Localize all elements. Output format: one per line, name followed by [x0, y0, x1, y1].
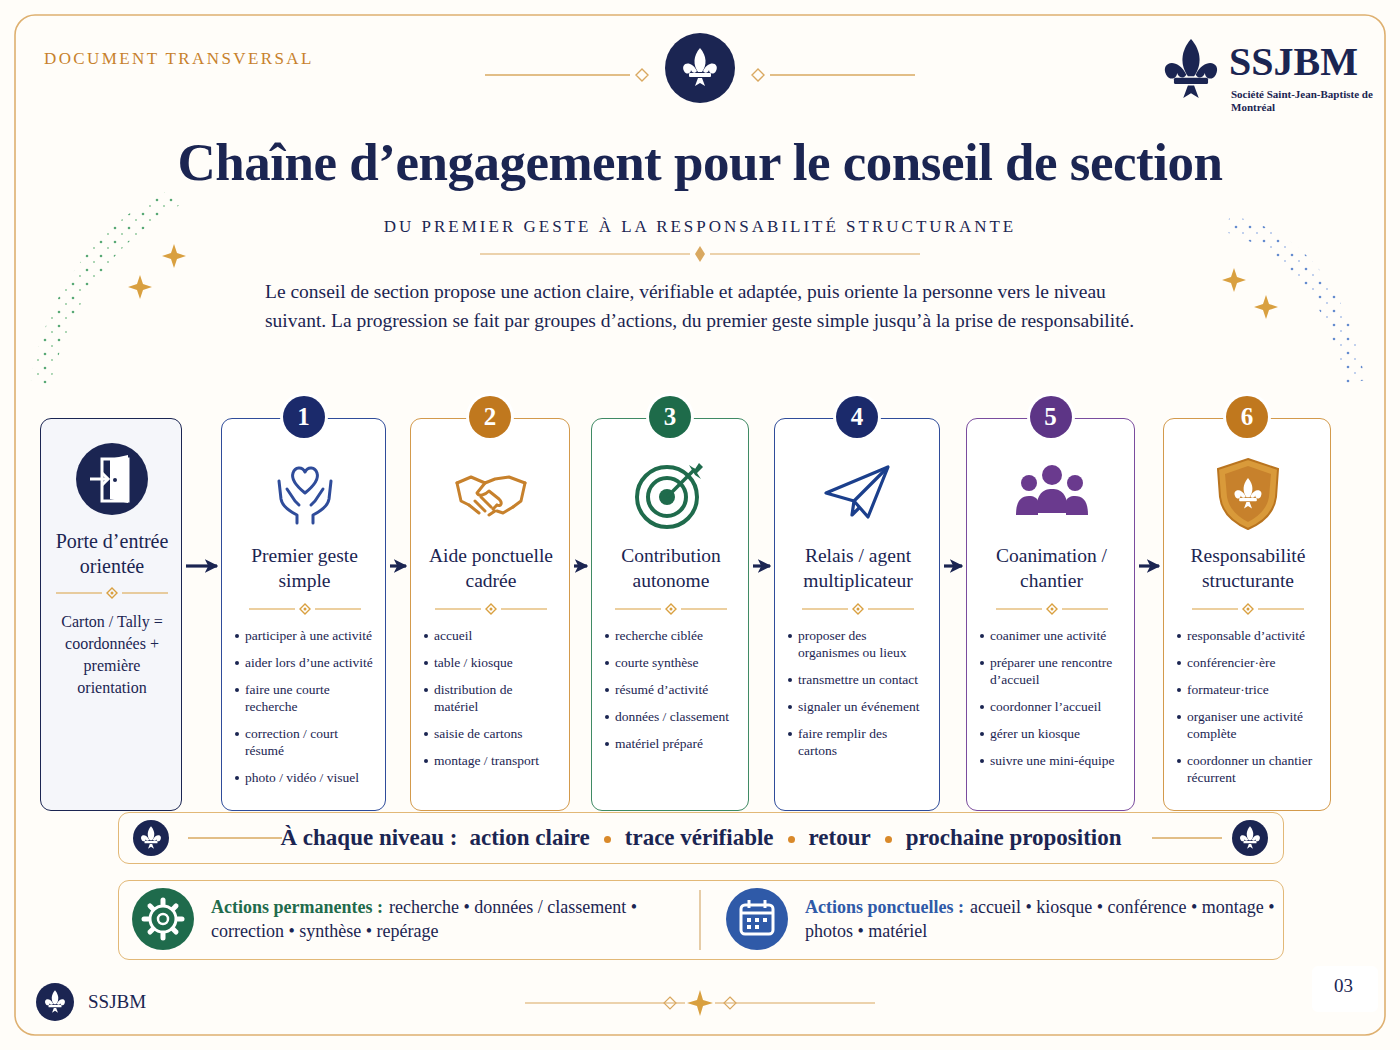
door-icon: [72, 439, 152, 519]
bullet-item: faire une courte recherche: [234, 681, 375, 715]
bullet-item: recherche ciblée: [604, 627, 738, 644]
bullet-item: formateur·trice: [1176, 681, 1320, 698]
bullet-item: signaler un événement: [787, 698, 929, 715]
ornament: [613, 601, 729, 617]
card-heading: Aide ponctuelle cadrée: [423, 543, 559, 593]
principle-band: À chaque niveau : action claire trace véri…: [118, 812, 1284, 864]
flow-arrow: [1139, 564, 1159, 567]
actions-band: Actions permanentes :recherche • données…: [118, 880, 1284, 960]
card-heading: Porte d’entrée orientée: [53, 529, 171, 579]
bullet-item: résumé d’activité: [604, 681, 738, 698]
card-heading: Coanimation / chantier: [979, 543, 1124, 593]
bullet-item: coordonner l’accueil: [979, 698, 1124, 715]
band-item: trace vérifiable: [625, 825, 774, 850]
bullet-item: table / kiosque: [423, 654, 559, 671]
level-number: 5: [1030, 396, 1072, 438]
card-heading: Premier geste simple: [234, 543, 375, 593]
separator-dot: [788, 836, 795, 843]
level-card: 3Contribution autonomerecherche cibléeco…: [591, 418, 749, 811]
bullet-item: participer à une activité: [234, 627, 375, 644]
bullet-item: coanimer une activité: [979, 627, 1124, 644]
bullet-item: courte synthèse: [604, 654, 738, 671]
bullet-item: accueil: [423, 627, 559, 644]
level-number: 4: [836, 396, 878, 438]
level-number: 6: [1226, 396, 1268, 438]
bullet-item: coordonner un chantier récurrent: [1176, 752, 1320, 786]
bullet-item: préparer une rencontre d’accueil: [979, 654, 1124, 688]
actions-heading: Actions ponctuelles :: [805, 897, 964, 917]
level-card: 6Responsabilité structuranteresponsable …: [1163, 418, 1331, 811]
band-lead: À chaque niveau :: [280, 825, 457, 850]
bullet-item: données / classement: [604, 708, 738, 725]
level-number: 2: [469, 396, 511, 438]
actions-text: Actions ponctuelles :accueil • kiosque •…: [805, 895, 1275, 943]
ornament: [800, 601, 916, 617]
bullet-item: gérer un kiosque: [979, 725, 1124, 742]
principle-row: À chaque niveau : action claire trace véri…: [280, 825, 1121, 851]
page-number: 03: [1334, 975, 1353, 997]
bullet-item: conférencier·ère: [1176, 654, 1320, 671]
ornament: [1190, 601, 1306, 617]
bullet-item: transmettre un contact: [787, 671, 929, 688]
level-card: 1Premier geste simpleparticiper à une ac…: [221, 418, 386, 811]
band-item: action claire: [469, 825, 589, 850]
level-icon: [265, 453, 345, 533]
bullet-item: faire remplir des cartons: [787, 725, 929, 759]
separator-dot: [885, 836, 892, 843]
separator-dot: [604, 836, 611, 843]
band-item: retour: [809, 825, 871, 850]
card-body: Carton / Tally = coordonnées + première …: [53, 611, 171, 699]
level-icon: [1208, 453, 1288, 533]
ornament: [54, 585, 170, 601]
flow-arrow: [574, 564, 587, 567]
flow-arrow: [944, 564, 962, 567]
level-number: 1: [283, 396, 325, 438]
card-heading: Relais / agent multiplicateur: [787, 543, 929, 593]
band-item: prochaine proposition: [906, 825, 1122, 850]
bullet-item: correction / court résumé: [234, 725, 375, 759]
bullet-item: saisie de cartons: [423, 725, 559, 742]
card-heading: Contribution autonome: [604, 543, 738, 593]
actions-text: Actions permanentes :recherche • données…: [211, 895, 681, 943]
actions-heading: Actions permanentes :: [211, 897, 383, 917]
subtitle: DU PREMIER GESTE À LA RESPONSABILITÉ STR…: [0, 217, 1400, 237]
level-card: 4Relais / agent multiplicateurproposer d…: [774, 418, 940, 811]
logo-subtitle: Société Saint-Jean-Baptiste de Montréal: [1231, 88, 1381, 114]
flow-arrow: [753, 564, 770, 567]
bullet-item: distribution de matériel: [423, 681, 559, 715]
flow-arrow: [186, 564, 217, 567]
bullet-item: matériel préparé: [604, 735, 738, 752]
entry-card: Porte d’entrée orientéeCarton / Tally = …: [40, 418, 182, 811]
bullet-item: suivre une mini-équipe: [979, 752, 1124, 769]
bullet-item: responsable d’activité: [1176, 627, 1320, 644]
logo-name: SSJBM: [1229, 40, 1358, 84]
ornament: [994, 601, 1110, 617]
bullet-item: proposer des organismes ou lieux: [787, 627, 929, 661]
flow-arrow: [390, 564, 406, 567]
bullet-item: aider lors d’une activité: [234, 654, 375, 671]
level-card: 5Coanimation / chantiercoanimer une acti…: [966, 418, 1135, 811]
level-icon: [818, 453, 898, 533]
diagram-title: Chaîne d’engagement pour le conseil de s…: [0, 132, 1400, 192]
doc-type: DOCUMENT TRANSVERSAL: [44, 49, 314, 69]
bullet-item: photo / vidéo / visuel: [234, 769, 375, 786]
ornament: [247, 601, 363, 617]
bullet-item: organiser une activité complète: [1176, 708, 1320, 742]
card-heading: Responsabilité structurante: [1176, 543, 1320, 593]
level-icon: [631, 453, 711, 533]
level-icon: [1012, 453, 1092, 533]
footer-name: SSJBM: [88, 991, 146, 1013]
ornament: [433, 601, 549, 617]
intro-text: Le conseil de section propose une action…: [265, 277, 1145, 335]
level-number: 3: [649, 396, 691, 438]
bullet-item: montage / transport: [423, 752, 559, 769]
level-icon: [451, 453, 531, 533]
level-card: 2Aide ponctuelle cadréeaccueiltable / ki…: [410, 418, 570, 811]
